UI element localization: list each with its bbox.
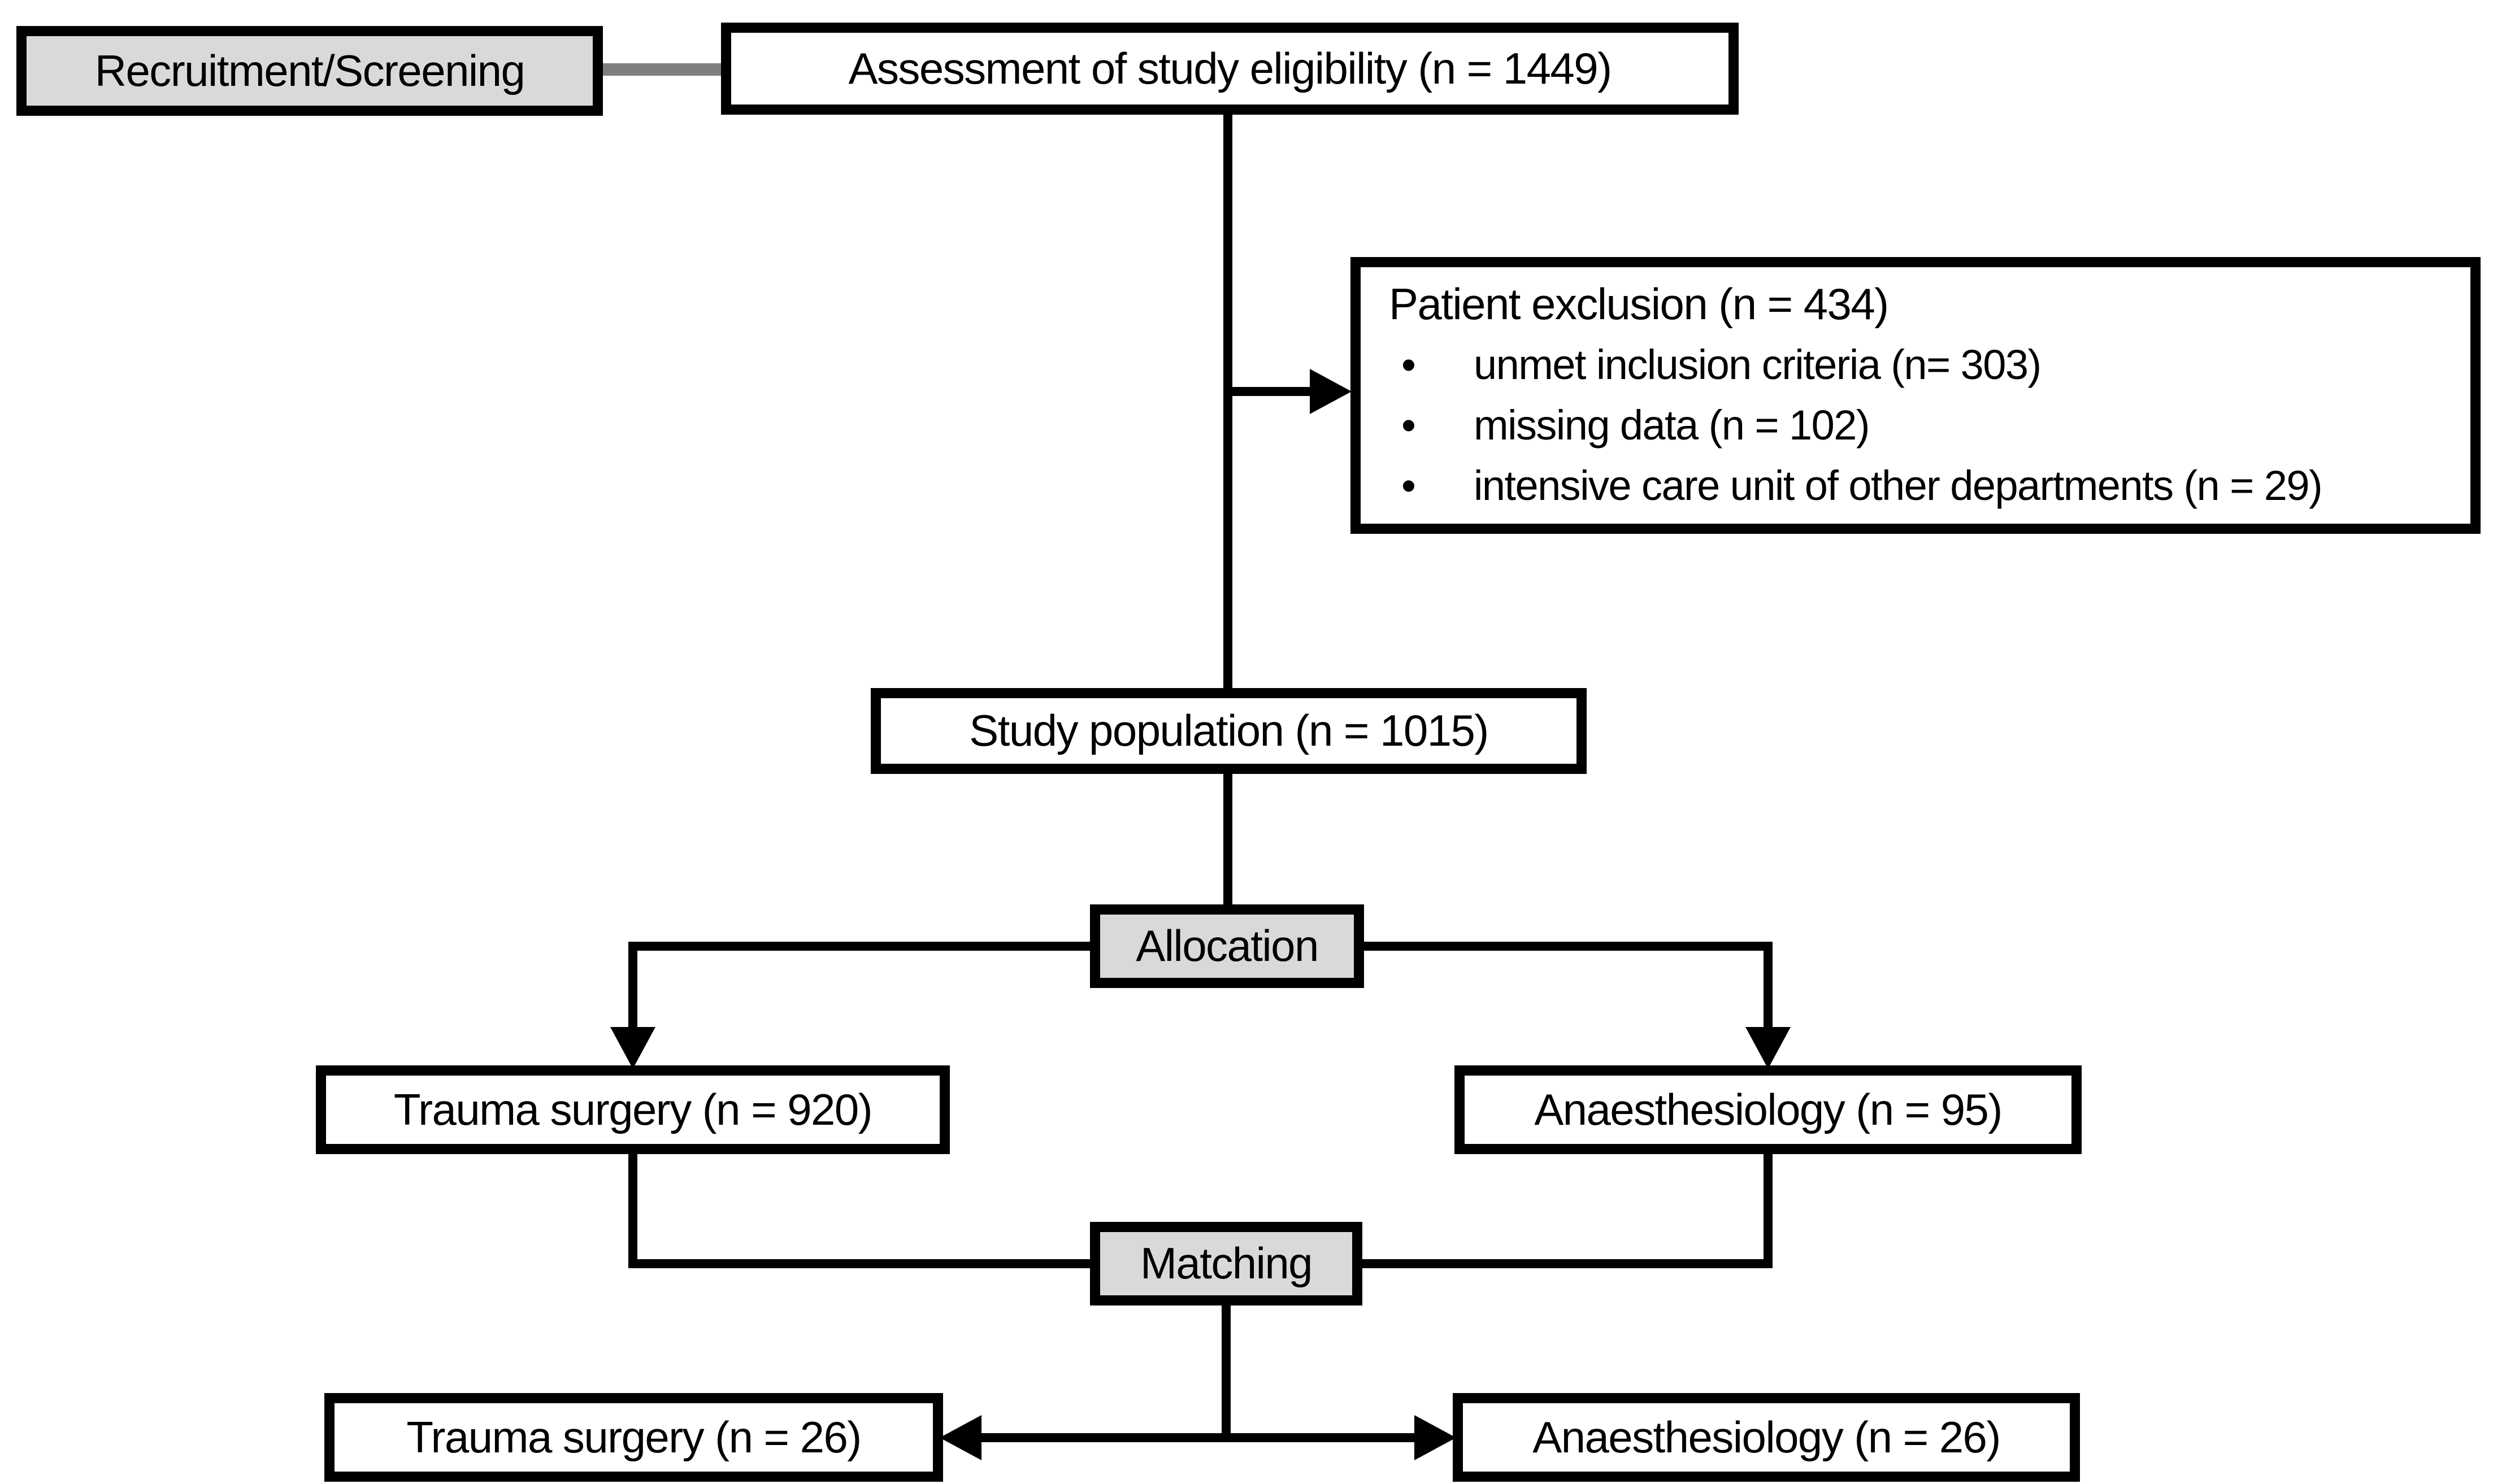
assessment-eligibility-label: Assessment of study eligibility (n = 144… <box>848 43 1613 93</box>
exclusion-bullet-text: missing data (n = 102) <box>1474 402 1870 449</box>
trauma-surgery-matched-label: Trauma surgery (n = 26) <box>406 1412 862 1462</box>
arrowhead-into-anaesthesiology-95 <box>1745 1027 1791 1069</box>
trauma-surgery-allocated-box: Trauma surgery (n = 920) <box>316 1065 950 1154</box>
arrowhead-into-anaesthesiology-26 <box>1414 1415 1456 1460</box>
study-population-box: Study population (n = 1015) <box>871 688 1587 774</box>
exclusion-bullet-item: • intensive care unit of other departmen… <box>1389 455 2453 516</box>
exclusion-bullet-text: unmet inclusion criteria (n= 303) <box>1474 341 2042 388</box>
anaesthesiology-matched-label: Anaesthesiology (n = 26) <box>1532 1412 2001 1462</box>
matching-label: Matching <box>1140 1238 1313 1289</box>
anaesthesiology-allocated-label: Anaesthesiology (n = 95) <box>1534 1084 2003 1134</box>
bullet-icon: • <box>1401 341 1416 388</box>
allocation-stage-box: Allocation <box>1090 904 1364 988</box>
exclusion-bullet-text: intensive care unit of other departments… <box>1474 462 2323 510</box>
patient-exclusion-box: Patient exclusion (n = 434) • unmet incl… <box>1350 257 2481 534</box>
arrowhead-into-trauma-920 <box>610 1027 655 1069</box>
trauma-surgery-matched-box: Trauma surgery (n = 26) <box>324 1393 943 1482</box>
exclusion-bullet-item: • unmet inclusion criteria (n= 303) <box>1389 334 2453 395</box>
anaesthesiology-allocated-box: Anaesthesiology (n = 95) <box>1454 1065 2082 1154</box>
patient-exclusion-title: Patient exclusion (n = 434) <box>1389 279 1889 329</box>
assessment-eligibility-box: Assessment of study eligibility (n = 144… <box>721 23 1739 115</box>
arrowhead-into-exclusion <box>1310 369 1352 414</box>
bullet-icon: • <box>1401 402 1416 449</box>
arrowhead-into-trauma-26 <box>940 1415 981 1460</box>
allocation-label: Allocation <box>1136 921 1319 971</box>
study-population-label: Study population (n = 1015) <box>969 706 1489 756</box>
recruitment-screening-label: Recruitment/Screening <box>94 45 525 95</box>
exclusion-bullet-item: • missing data (n = 102) <box>1389 395 2453 455</box>
recruitment-screening-box: Recruitment/Screening <box>16 26 603 116</box>
trauma-surgery-allocated-label: Trauma surgery (n = 920) <box>393 1084 873 1134</box>
anaesthesiology-matched-box: Anaesthesiology (n = 26) <box>1453 1393 2080 1482</box>
matching-stage-box: Matching <box>1090 1222 1362 1305</box>
bullet-icon: • <box>1401 462 1416 510</box>
